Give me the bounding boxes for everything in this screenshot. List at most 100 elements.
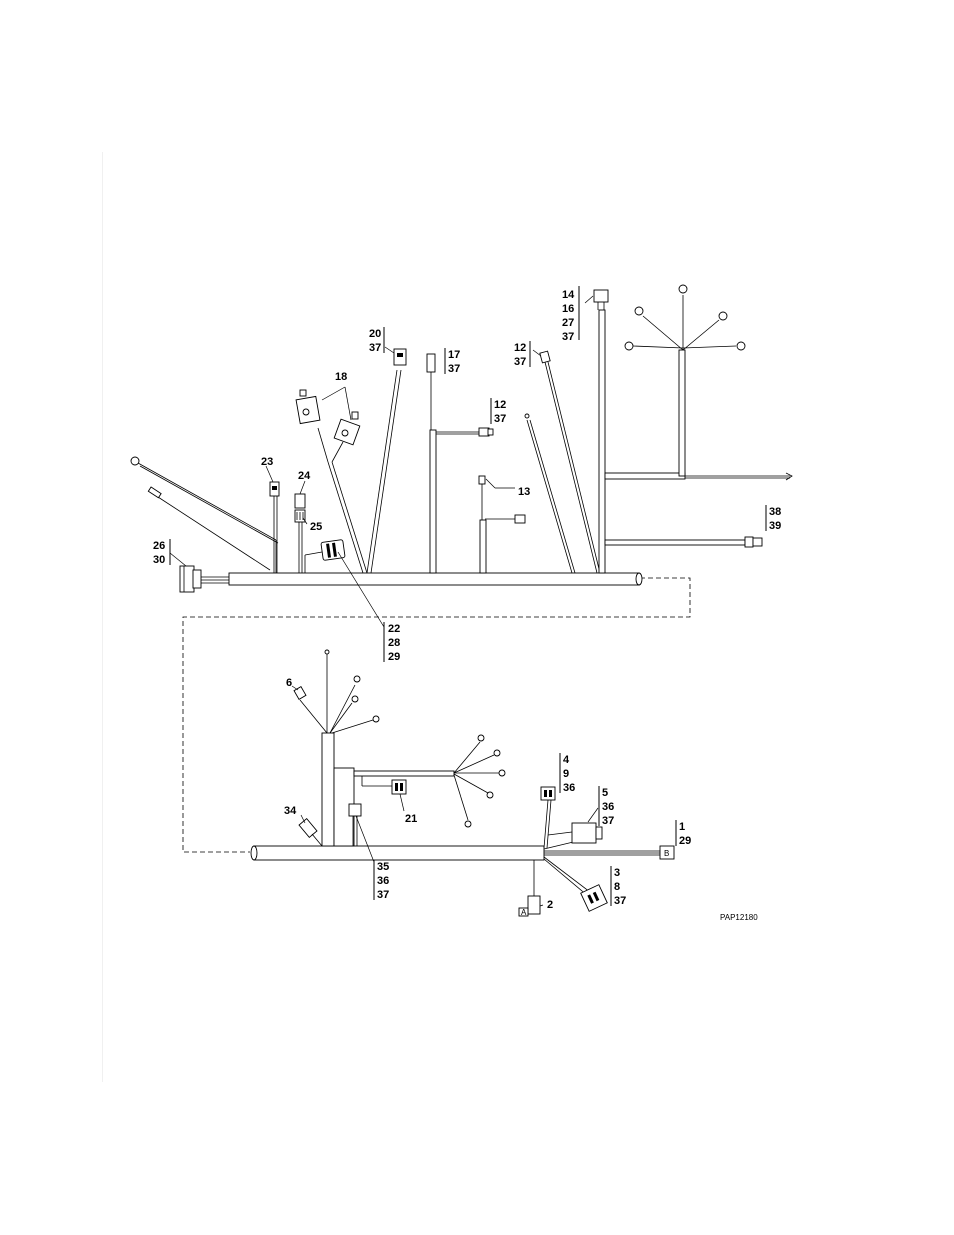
- callout-4-9-36: 4 9 36: [559, 753, 575, 794]
- callout-20-37: 20 37: [369, 327, 385, 354]
- callout-label: 8: [614, 881, 620, 893]
- scan-edge-line: [102, 152, 103, 1082]
- callout-38-39: 38 39: [765, 505, 781, 532]
- sensor-12-lower-branch: [524, 350, 601, 574]
- connector-17-branch: [426, 353, 479, 574]
- callout-label: 14: [562, 289, 575, 301]
- callout-label: 28: [388, 637, 400, 649]
- callout-26-30: 26 30: [153, 539, 171, 566]
- connector-3: [580, 884, 608, 912]
- ring-terminal-cluster: [604, 284, 793, 481]
- callout-label: 37: [369, 342, 381, 354]
- lower-harness-trunk: [250, 845, 545, 861]
- callout-label: 26: [153, 540, 165, 552]
- callout-label: 36: [602, 801, 614, 813]
- callout-23: 23: [261, 456, 273, 468]
- callout-label: 39: [769, 520, 781, 532]
- trunk-end-fan: [543, 799, 660, 897]
- callout-label: 20: [369, 328, 381, 340]
- callout-25: 25: [310, 521, 322, 533]
- callout-label: 12: [514, 342, 526, 354]
- callout-3-8-37: 3 8 37: [610, 866, 626, 907]
- callout-label: 16: [562, 303, 574, 315]
- relay-branch-18: [295, 389, 368, 574]
- callout-14-16-27-37: 14 16 27 37: [562, 286, 580, 343]
- callout-label: 37: [514, 356, 526, 368]
- connector-26: [179, 565, 229, 593]
- upper-harness-trunk: [228, 572, 643, 586]
- callout-label: 18: [335, 371, 347, 383]
- callout-label: 37: [562, 331, 574, 343]
- callout-label: 22: [388, 623, 400, 635]
- callout-label: 27: [562, 317, 574, 329]
- callout-label: 37: [602, 815, 614, 827]
- callout-label: 1: [679, 821, 685, 833]
- connector-13-branch: [478, 475, 526, 574]
- connector-1: B: [659, 845, 675, 860]
- callout-label: 24: [298, 470, 311, 482]
- relay-18-b: [333, 411, 361, 446]
- sensor-12-upper: [478, 427, 494, 437]
- callout-13: 13: [518, 486, 530, 498]
- callout-label: 2: [547, 899, 553, 911]
- connector-1-mark: B: [664, 849, 669, 858]
- callout-label: 13: [518, 486, 530, 498]
- ring-cluster-branch: [353, 734, 506, 828]
- callout-label: 37: [614, 895, 626, 907]
- callout-17-37: 17 37: [444, 348, 460, 375]
- connector-34: [298, 818, 323, 847]
- callout-34: 34: [284, 805, 297, 817]
- continuation-dashed-line: [182, 577, 691, 853]
- callout-label: 9: [563, 768, 569, 780]
- callout-label: 29: [388, 651, 400, 663]
- callout-label: 37: [377, 889, 389, 901]
- leader-lines: [169, 295, 599, 907]
- callout-35-36-37: 35 36 37: [373, 860, 389, 901]
- callout-label: 5: [602, 787, 608, 799]
- connector-2-mark: A: [521, 908, 527, 917]
- callout-label: 6: [286, 677, 292, 689]
- callout-label: 21: [405, 813, 417, 825]
- connector-24: [294, 493, 306, 573]
- ring-terminal-branch: [130, 456, 279, 573]
- connector-22: [304, 539, 346, 573]
- callout-label: 23: [261, 456, 273, 468]
- callout-label: 37: [494, 413, 506, 425]
- callout-22-28-29: 22 28 29: [383, 622, 400, 663]
- callout-label: 17: [448, 349, 460, 361]
- connector-5: [547, 822, 603, 844]
- connector-2: A: [518, 860, 541, 917]
- callout-label: 25: [310, 521, 322, 533]
- callout-label: 29: [679, 835, 691, 847]
- callout-1-29: 1 29: [675, 820, 691, 847]
- relay-18-a: [295, 389, 321, 425]
- connector-14-branch: [593, 289, 609, 574]
- figure-id: PAP12180: [720, 913, 758, 922]
- callout-2: 2: [547, 899, 553, 911]
- callout-label: 30: [153, 554, 165, 566]
- callout-label: 3: [614, 867, 620, 879]
- upper-harness: [130, 284, 793, 593]
- callout-24: 24: [298, 470, 311, 482]
- connector-35: [348, 803, 362, 846]
- connector-20-branch: [366, 348, 407, 574]
- connector-21: [361, 776, 407, 795]
- callout-label: 38: [769, 506, 781, 518]
- connector-6-branch: [293, 649, 380, 734]
- callout-5-36-37: 5 36 37: [598, 786, 614, 827]
- callout-label: 4: [563, 754, 570, 766]
- callout-label: 34: [284, 805, 297, 817]
- callout-label: 12: [494, 399, 506, 411]
- connector-4: [540, 786, 556, 801]
- callout-18: 18: [335, 371, 347, 383]
- lower-harness: A: [250, 649, 675, 917]
- callout-label: 36: [377, 875, 389, 887]
- callout-6: 6: [286, 677, 292, 689]
- callout-label: 37: [448, 363, 460, 375]
- lower-harness-upright: [321, 732, 355, 847]
- connector-38-branch: [604, 536, 763, 548]
- callout-label: 36: [563, 782, 575, 794]
- callout-12-37-lower: 12 37: [490, 398, 506, 425]
